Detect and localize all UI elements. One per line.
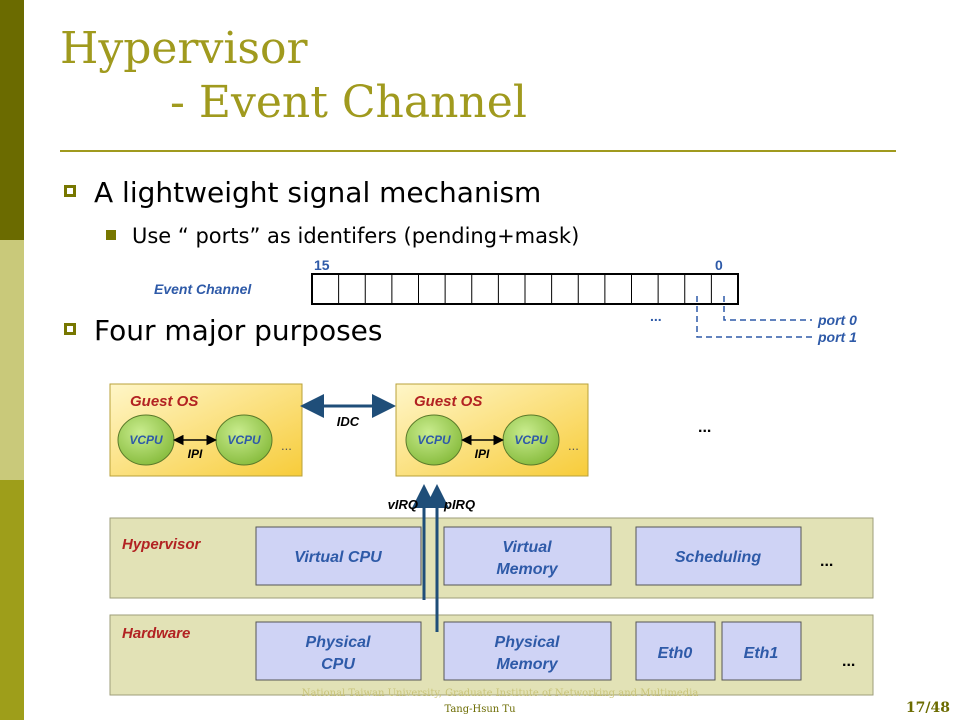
low-bit-label: 0 (715, 257, 723, 273)
square-bullet-icon (64, 323, 76, 335)
vcpu-label: VCPU (129, 433, 163, 447)
guest-os-more-2: ... (568, 438, 579, 453)
ipi-label-1: IPI (188, 447, 203, 461)
sidebar-light-band (0, 240, 24, 480)
virtual-memory-label-1: Virtual (502, 539, 552, 556)
port-0-connector (723, 296, 812, 321)
bullet-text: A lightweight signal mechanism (94, 176, 542, 209)
virtual-memory-box (443, 526, 612, 586)
physical-cpu-box (255, 621, 422, 681)
sidebar-dark-band (0, 0, 24, 240)
guest-os-more-ellipsis: ... (698, 419, 711, 436)
title-line-2: - Event Channel (170, 77, 527, 128)
bullet-text: Four major purposes (94, 314, 383, 347)
sub-bullet-ports: Use “ ports” as identifers (pending+mask… (106, 224, 579, 248)
square-bullet-icon (64, 185, 76, 197)
virtual-cpu-label: Virtual CPU (294, 549, 382, 566)
sub-bullet-text: Use “ ports” as identifers (pending+mask… (132, 224, 580, 248)
event-channel-label: Event Channel (154, 281, 252, 297)
eth1-box (721, 621, 802, 681)
port-0-label: port 0 (817, 312, 857, 328)
eth0-box (635, 621, 716, 681)
hardware-more: ... (842, 653, 855, 670)
title-line-1: Hypervisor (60, 23, 308, 74)
hypervisor-more: ... (820, 553, 833, 570)
physical-memory-label-1: Physical (495, 634, 560, 651)
hardware-label: Hardware (122, 625, 190, 642)
vcpu-label: VCPU (514, 433, 548, 447)
scheduling-box (635, 526, 802, 586)
footer-author: Tang-Hsun Tu (444, 704, 516, 715)
sidebar-bottom-band (0, 480, 24, 720)
eth0-label: Eth0 (658, 645, 693, 662)
hypervisor-label: Hypervisor (122, 536, 202, 553)
port-1-label: port 1 (817, 329, 857, 345)
physical-cpu-label-1: Physical (306, 634, 371, 651)
register-ellipsis: ... (650, 308, 662, 324)
idc-label: IDC (337, 414, 360, 429)
vcpu-label: VCPU (227, 433, 261, 447)
virq-label: vIRQ (388, 497, 418, 512)
virtual-memory-label-2: Memory (496, 561, 558, 578)
page-number: 17/48 (905, 700, 950, 716)
guest-os-more-1: ... (281, 438, 292, 453)
register-cells (338, 274, 712, 304)
guest-os-label-1: Guest OS (130, 393, 198, 410)
slide-title: Hypervisor - Event Channel (60, 22, 527, 130)
physical-memory-label-2: Memory (496, 656, 558, 673)
physical-cpu-label-2: CPU (321, 656, 355, 673)
pirq-label: pIRQ (443, 497, 475, 512)
footer-institution: National Taiwan University, Graduate Ins… (301, 688, 699, 699)
title-rule (60, 150, 896, 152)
bullet-lightweight-signal: A lightweight signal mechanism (64, 176, 541, 209)
bullet-four-purposes: Four major purposes (64, 314, 383, 347)
eth1-label: Eth1 (744, 645, 779, 662)
filled-square-bullet-icon (106, 230, 116, 240)
scheduling-label: Scheduling (675, 549, 761, 566)
vcpu-label: VCPU (417, 433, 451, 447)
physical-memory-box (443, 621, 612, 681)
high-bit-label: 15 (314, 257, 330, 273)
ipi-label-2: IPI (475, 447, 490, 461)
guest-os-label-2: Guest OS (414, 393, 482, 410)
virtual-cpu-box (255, 526, 422, 586)
port-1-connector (696, 296, 812, 338)
